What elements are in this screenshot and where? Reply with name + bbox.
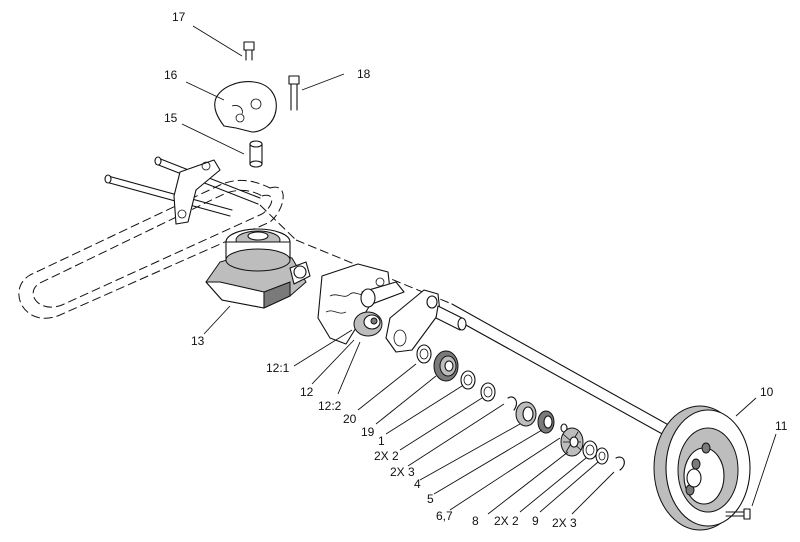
leader-lines xyxy=(181,25,777,515)
callout-2x3-b: 2X 3 xyxy=(552,516,577,530)
callout-19: 19 xyxy=(361,425,375,439)
callout-2x3-a: 2X 3 xyxy=(390,465,415,479)
shift-plate xyxy=(317,263,391,345)
handle-rods xyxy=(104,156,261,225)
callout-20: 20 xyxy=(343,412,357,426)
callout-13: 13 xyxy=(191,334,205,348)
shift-fork xyxy=(360,281,441,353)
shaft-end xyxy=(435,305,467,331)
screw-17 xyxy=(243,41,255,61)
callout-6-7: 6,7 xyxy=(436,509,453,523)
callout-16: 16 xyxy=(164,68,178,82)
wheel-bolt xyxy=(725,508,751,520)
callout-18: 18 xyxy=(357,67,371,81)
callout-2x2-a: 2X 2 xyxy=(374,449,399,463)
callout-12: 12 xyxy=(300,385,314,399)
callout-8: 8 xyxy=(472,514,479,528)
callout-4: 4 xyxy=(414,477,421,491)
gearbox xyxy=(205,228,311,309)
spacer-bushing xyxy=(249,140,263,168)
callout-17: 17 xyxy=(172,10,186,24)
bolt-18 xyxy=(288,75,300,111)
callout-15: 15 xyxy=(164,111,178,125)
callout-2x2-b: 2X 2 xyxy=(494,514,519,528)
callout-9: 9 xyxy=(532,514,539,528)
cover-plate xyxy=(214,81,277,133)
callout-1: 1 xyxy=(378,434,385,448)
pinion-gear xyxy=(353,311,383,337)
callout-10: 10 xyxy=(760,385,774,399)
hardware-stack xyxy=(416,344,625,471)
callout-labels: 17 16 18 15 13 12:1 12 12:2 20 19 1 2X 2… xyxy=(164,10,788,530)
callout-11: 11 xyxy=(775,419,788,433)
callout-5: 5 xyxy=(427,492,434,506)
wheel-pulley xyxy=(653,405,751,531)
callout-12-2: 12:2 xyxy=(318,399,342,413)
callout-12-1: 12:1 xyxy=(266,361,290,375)
